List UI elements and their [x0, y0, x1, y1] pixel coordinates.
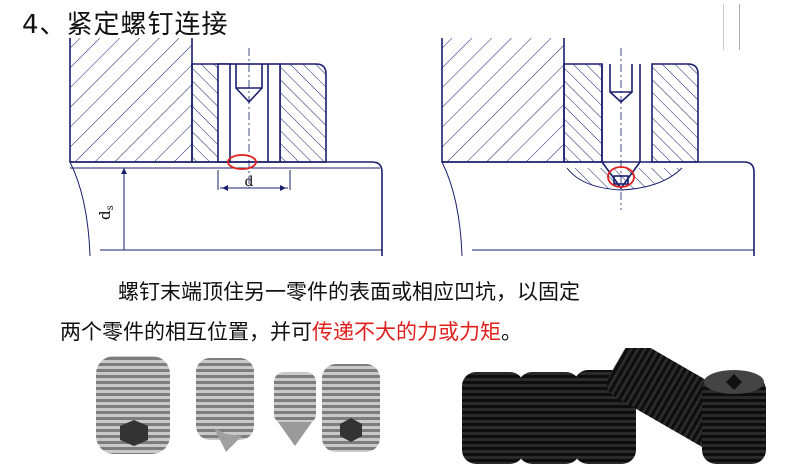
slide-title: 4、紧定螺钉连接 — [22, 10, 229, 40]
shaft-diameter-label: d — [96, 210, 114, 220]
left-diagram: d ds — [69, 38, 383, 257]
description-highlight: 传递不大的力或力矩 — [312, 320, 501, 344]
contact-highlight — [227, 154, 257, 170]
diameter-label: d — [245, 174, 254, 190]
cone-point-highlight — [607, 166, 635, 188]
description-line-2: 两个零件的相互位置，并可传递不大的力或力矩。 — [60, 316, 522, 346]
right-diagram — [441, 38, 755, 257]
description-end: 。 — [501, 320, 522, 344]
pause-bar-icon — [723, 4, 724, 50]
description-normal: 两个零件的相互位置，并可 — [60, 320, 312, 344]
stainless-set-screws — [96, 356, 380, 454]
svg-text:ds: ds — [96, 205, 116, 220]
shaft-diameter-subscript: s — [105, 205, 116, 210]
pause-bar-icon — [739, 4, 740, 50]
screw-photos — [96, 348, 766, 464]
black-set-screws — [462, 348, 766, 464]
description-line-1: 螺钉末端顶住另一零件的表面或相应凹坑，以固定 — [118, 280, 580, 304]
